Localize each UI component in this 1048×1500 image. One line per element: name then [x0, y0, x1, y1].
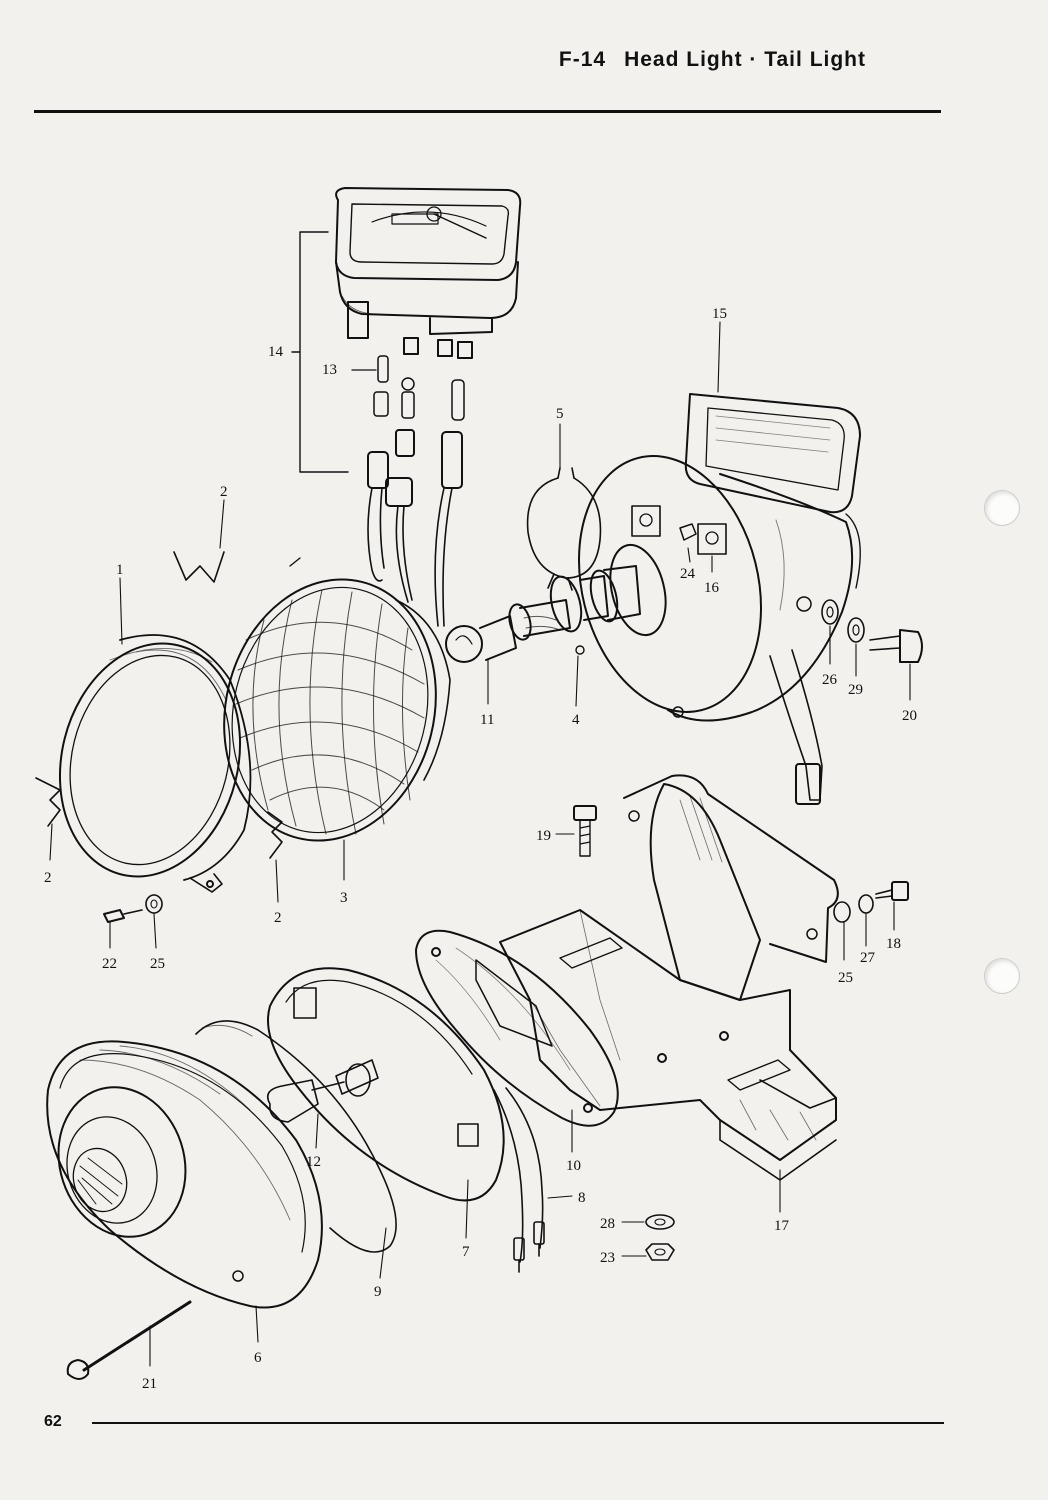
callout-9: 9 [374, 1284, 382, 1300]
binder-hole [984, 490, 1020, 526]
callout-10: 10 [566, 1158, 581, 1174]
callout-7: 7 [462, 1244, 470, 1260]
callout-2: 2 [274, 910, 282, 926]
callout-2: 2 [220, 484, 228, 500]
fasteners [103, 599, 923, 1261]
rim-spring-clips [35, 551, 283, 859]
callout-22: 22 [102, 956, 117, 972]
tail-light-assembly [46, 967, 505, 1309]
callout-24: 24 [680, 566, 696, 582]
callout-8: 8 [578, 1190, 586, 1206]
callout-2: 2 [44, 870, 52, 886]
section-title: Head Light · Tail Light [624, 48, 866, 71]
spring-ring [526, 467, 602, 591]
page-header: F-14 Head Light · Tail Light [559, 48, 866, 72]
callout-18: 18 [886, 936, 901, 952]
speedometer-assembly [291, 187, 522, 473]
callout-25: 25 [838, 970, 853, 986]
callout-26: 26 [822, 672, 838, 688]
callout-21: 21 [142, 1376, 157, 1392]
callout-29: 29 [848, 682, 863, 698]
header-rule [34, 110, 941, 113]
binder-hole [984, 958, 1020, 994]
callout-15: 15 [712, 306, 727, 322]
callout-14: 14 [268, 344, 284, 360]
callout-23: 23 [600, 1250, 615, 1266]
callout-20: 20 [902, 708, 917, 724]
callout-6: 6 [254, 1350, 262, 1366]
headlight-rim [58, 634, 252, 893]
callout-16: 16 [704, 580, 720, 596]
callout-27: 27 [860, 950, 876, 966]
callout-4: 4 [572, 712, 580, 728]
indicator-bulbs-and-sockets [351, 355, 465, 627]
tail-light-leads [493, 1087, 545, 1273]
callout-5: 5 [556, 406, 564, 422]
long-mounting-screw [66, 1300, 192, 1380]
callout-12: 12 [306, 1154, 321, 1170]
headlight-socket-and-bulb [445, 543, 667, 663]
callout-25: 25 [150, 956, 165, 972]
callout-11: 11 [480, 712, 494, 728]
callout-19: 19 [536, 828, 551, 844]
callout-3: 3 [340, 890, 348, 906]
section-code: F-14 [558, 48, 607, 71]
callout-17: 17 [774, 1218, 790, 1234]
callout-leader-lines [49, 321, 911, 1367]
footer-rule [92, 1422, 944, 1424]
callout-13: 13 [322, 362, 337, 378]
callout-labels: 1 2 2 2 3 4 5 6 7 8 9 10 11 12 13 14 15 … [44, 306, 917, 1392]
mounting-plate [415, 929, 619, 1127]
callout-28: 28 [600, 1216, 615, 1232]
callout-1: 1 [116, 562, 124, 578]
headlight-case [578, 393, 861, 805]
headlight-lens-unit [223, 557, 451, 842]
tail-light-bracket [499, 774, 839, 1181]
page-number: 62 [44, 1413, 62, 1430]
